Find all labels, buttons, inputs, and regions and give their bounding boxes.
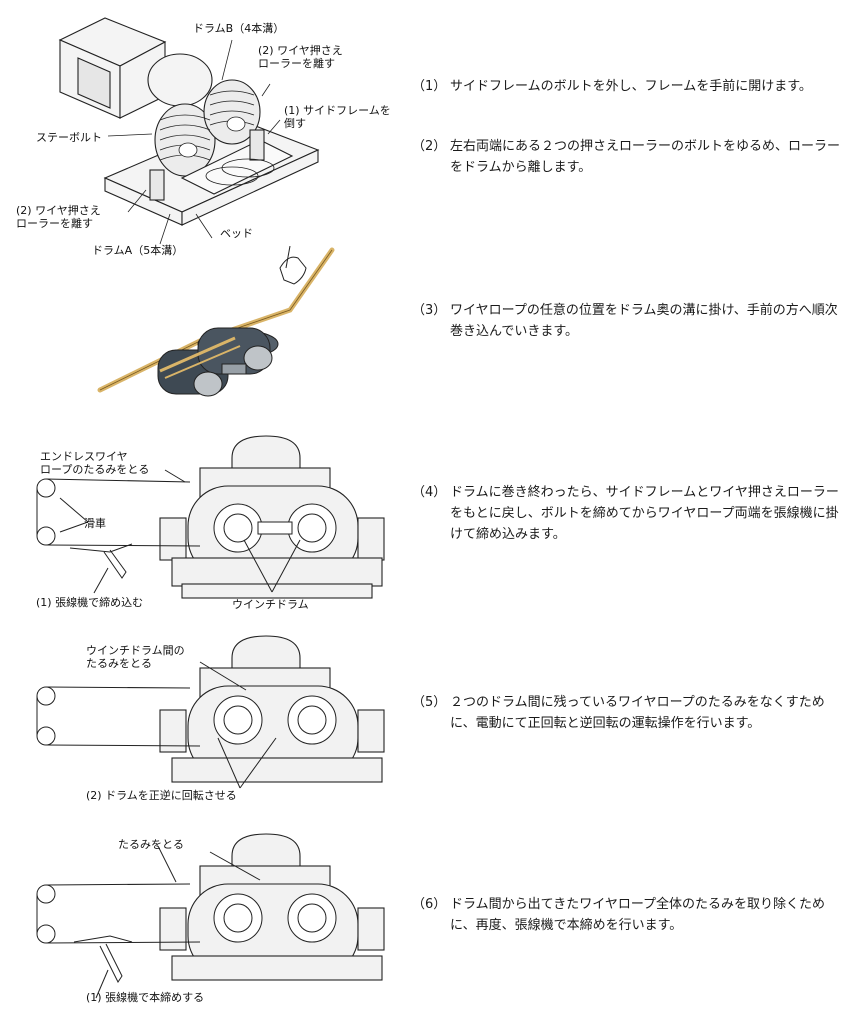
label-winch-drum: ウインチドラム bbox=[232, 598, 309, 611]
label-stay-bolt: ステーボルト bbox=[36, 131, 102, 144]
label-final-tighten: (1) 張線機で本締めする bbox=[86, 991, 205, 1004]
winch-overview-drawing bbox=[58, 17, 320, 245]
figure-winch-overview: ドラムB（4本溝） (2) ワイヤ押さえ ローラーを離す (1) サイドフレーム… bbox=[0, 0, 400, 262]
label-between-slack: ウインチドラム間の たるみをとる bbox=[86, 644, 185, 670]
step-4-text: ドラムに巻き終わったら、サイドフレームとワイヤ押さえローラーをもとに戻し、ボルト… bbox=[450, 485, 839, 542]
step-4: （4） ドラムに巻き終わったら、サイドフレームとワイヤ押さえローラーをもとに戻し… bbox=[412, 482, 842, 545]
step-3: （3） ワイヤロープの任意の位置をドラム奥の溝に掛け、手前の方へ順次巻き込んでい… bbox=[412, 300, 842, 342]
step-5-number: （5） bbox=[412, 695, 447, 710]
step-3-text: ワイヤロープの任意の位置をドラム奥の溝に掛け、手前の方へ順次巻き込んでいきます。 bbox=[450, 303, 838, 339]
final-tighten-drawing bbox=[36, 833, 385, 999]
step-1-text: サイドフレームのボルトを外し、フレームを手前に開けます。 bbox=[450, 79, 812, 94]
tensioning-drawing bbox=[36, 435, 385, 599]
label-endless-slack: エンドレスワイヤ ロープのたるみをとる bbox=[40, 450, 150, 476]
label-take-slack: たるみをとる bbox=[118, 838, 184, 851]
label-side-frame: (1) サイドフレームを 倒す bbox=[284, 104, 391, 130]
step-3-number: （3） bbox=[412, 303, 447, 318]
label-roller-release-bottom: (2) ワイヤ押さえ ローラーを離す bbox=[16, 204, 101, 230]
figure-tensioning: エンドレスワイヤ ロープのたるみをとる 滑車 (1) 張線機で締め込む ウインチ… bbox=[0, 428, 400, 618]
label-rotate: (2) ドラムを正逆に回転させる bbox=[86, 789, 237, 802]
step-2-number: （2） bbox=[412, 139, 447, 154]
figure-final-tighten: たるみをとる (1) 張線機で本締めする bbox=[0, 826, 400, 1010]
step-1-number: （1） bbox=[412, 79, 447, 94]
label-drum-a: ドラムA（5本溝） bbox=[92, 244, 184, 257]
label-drum-b: ドラムB（4本溝） bbox=[193, 22, 285, 35]
label-bed: ベッド bbox=[220, 227, 253, 240]
label-tension-tighten: (1) 張線機で締め込む bbox=[36, 596, 144, 609]
step-2: （2） 左右両端にある２つの押さえローラーのボルトをゆるめ、ローラーをドラムから… bbox=[412, 136, 842, 178]
step-6-text: ドラム間から出てきたワイヤロープ全体のたるみを取り除くために、再度、張線機で本締… bbox=[450, 897, 826, 933]
step-6: （6） ドラム間から出てきたワイヤロープ全体のたるみを取り除くために、再度、張線… bbox=[412, 894, 842, 936]
step-5-text: ２つのドラム間に残っているワイヤロープのたるみをなくすため に、電動にて正回転と… bbox=[450, 695, 825, 731]
drum-rotation-drawing bbox=[36, 635, 385, 789]
label-roller-release-top: (2) ワイヤ押さえ ローラーを離す bbox=[258, 44, 343, 70]
rope-winding-drawing bbox=[97, 246, 335, 397]
step-1: （1） サイドフレームのボルトを外し、フレームを手前に開けます。 bbox=[412, 76, 842, 97]
label-pulley: 滑車 bbox=[84, 517, 106, 530]
figure-drum-rotation: ウインチドラム間の たるみをとる (2) ドラムを正逆に回転させる bbox=[0, 628, 400, 808]
step-4-number: （4） bbox=[412, 485, 447, 500]
step-5: （5） ２つのドラム間に残っているワイヤロープのたるみをなくすため に、電動にて… bbox=[412, 692, 842, 734]
step-2-text: 左右両端にある２つの押さえローラーのボルトをゆるめ、ローラーをドラムから離します… bbox=[450, 139, 841, 175]
figure-rope-winding bbox=[0, 246, 400, 416]
step-6-number: （6） bbox=[412, 897, 447, 912]
